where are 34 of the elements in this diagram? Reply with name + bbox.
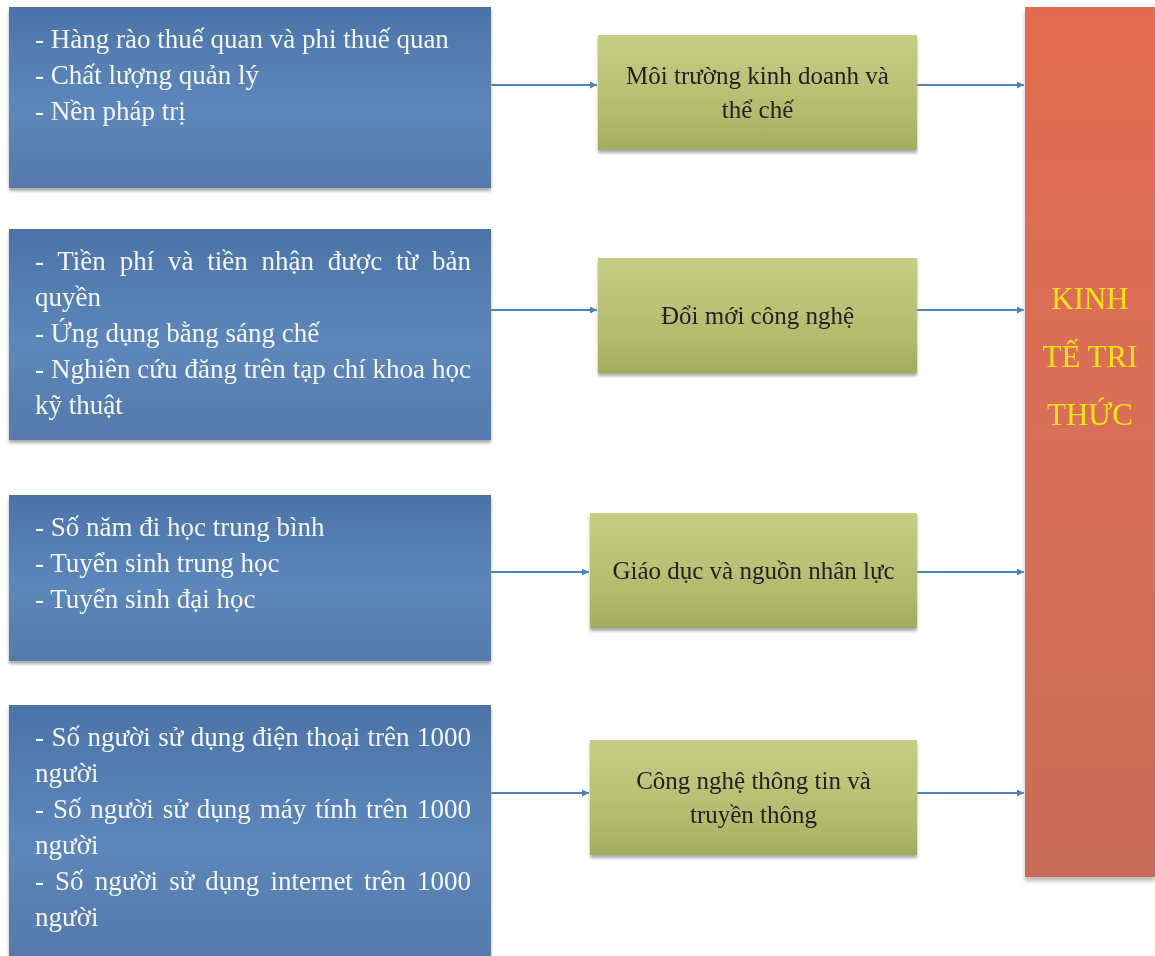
indicator-item: - Tuyển sinh trung học [35, 547, 281, 580]
arrow [916, 306, 1025, 314]
arrow [490, 81, 598, 89]
indicator-item: - Nghiên cứu đăng trên tạp chí khoa học kỹ thuật [35, 353, 471, 422]
indicator-item: - Số người sử dụng internet trên 1000 người [35, 865, 471, 934]
indicator-item: - Ứng dụng bằng sáng chế [35, 317, 321, 350]
arrow [916, 789, 1025, 797]
factor-box [590, 740, 917, 855]
factor-label: Đổi mới công nghệ [660, 300, 855, 331]
arrow [490, 789, 590, 797]
indicator-box [9, 7, 491, 188]
arrow [916, 81, 1025, 89]
factor-label: Công nghệ thông tin và truyền thông [635, 765, 872, 830]
indicator-item: - Chất lượng quản lý [35, 59, 260, 92]
indicator-box [9, 495, 491, 661]
factor-box [598, 258, 917, 373]
indicator-item: - Tiền phí và tiền nhận được từ bản quyền [35, 245, 471, 314]
indicator-box [9, 705, 491, 956]
arrow [490, 568, 590, 576]
factor-box [590, 513, 917, 628]
indicator-item: - Số người sử dụng máy tính trên 1000 người [35, 793, 471, 862]
factor-label: Giáo dục và nguồn nhân lực [612, 555, 895, 586]
factor-box [598, 35, 917, 150]
indicator-item: - Hàng rào thuế quan và phi thuế quan [35, 23, 450, 56]
factor-label: Môi trường kinh doanh và thể chế [625, 60, 890, 125]
result-label: KINH TẾ TRI THỨC [1041, 280, 1139, 434]
indicator-item: - Số người sử dụng điện thoại trên 1000 người [35, 721, 471, 790]
indicator-box [9, 229, 491, 440]
indicator-item: - Số năm đi học trung bình [35, 511, 326, 544]
result-bar [1025, 7, 1155, 877]
indicator-item: - Tuyển sinh đại học [35, 583, 257, 616]
indicator-item: - Nền pháp trị [35, 95, 187, 128]
arrow [916, 568, 1025, 576]
arrow [490, 306, 598, 314]
